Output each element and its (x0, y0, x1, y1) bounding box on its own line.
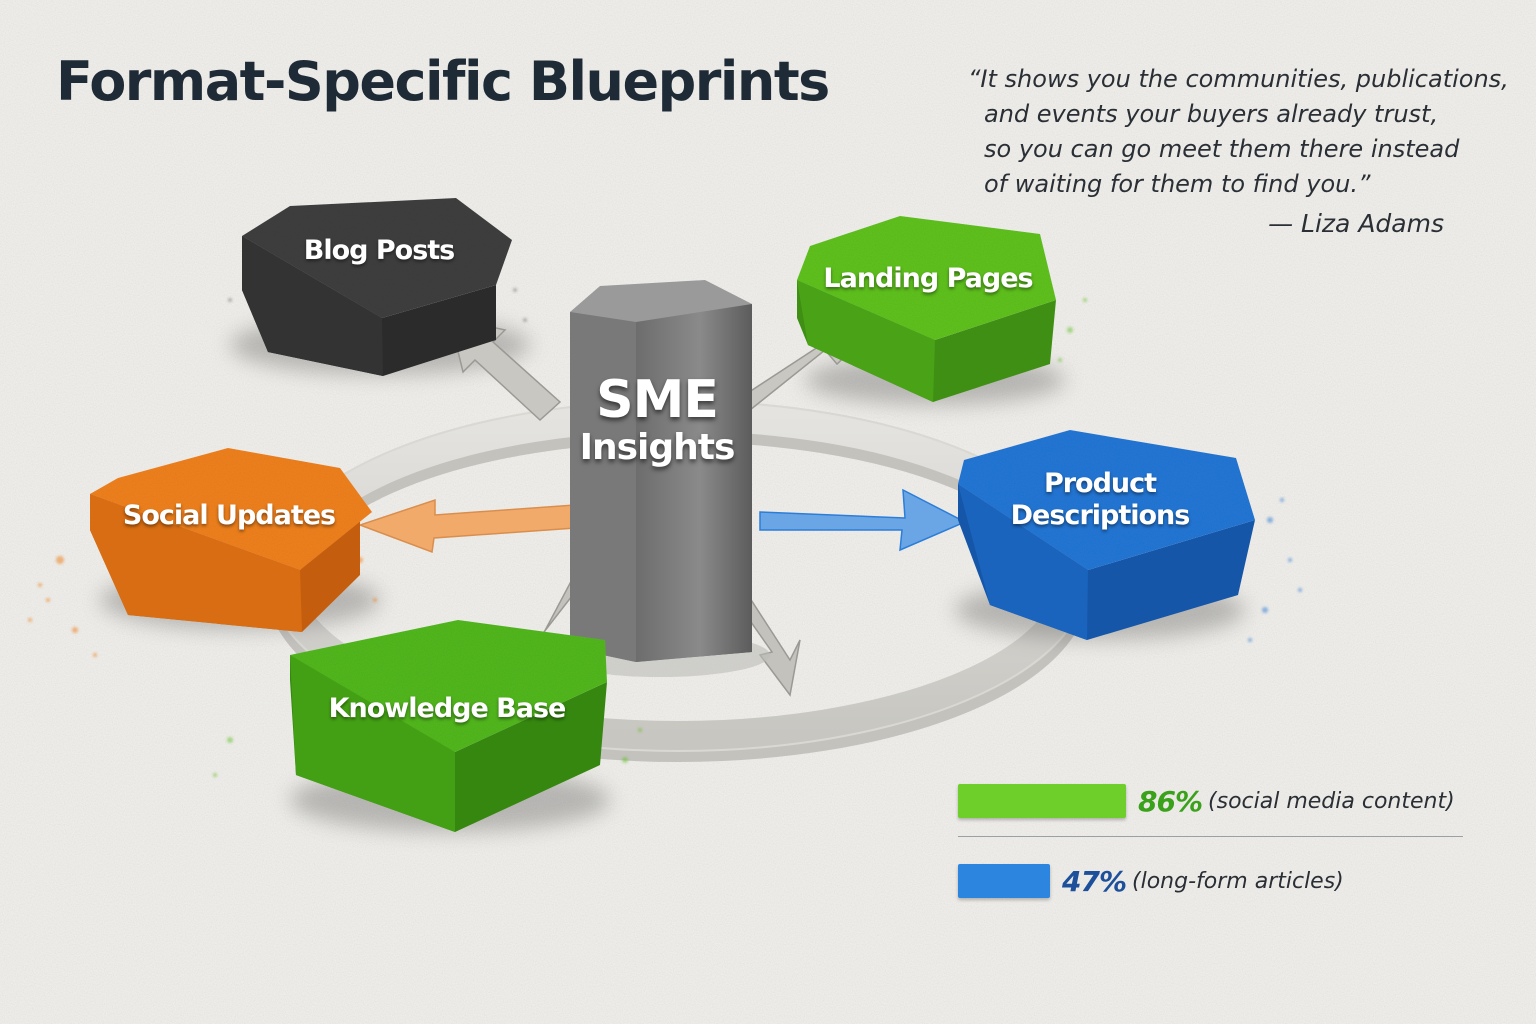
label-blog-posts: Blog Posts (303, 235, 455, 266)
label-product-descriptions: Product Descriptions (1010, 468, 1191, 531)
quote-line: of waiting for them to find you.” (984, 170, 1371, 198)
center-label: SME Insights (579, 370, 736, 468)
center-pillar (550, 280, 770, 677)
stat-label: (social media content) (1208, 788, 1455, 814)
stat-label: (long-form articles) (1132, 868, 1344, 894)
quote-block: “It shows you the communities, publicati… (968, 62, 1509, 241)
stat-bar (958, 784, 1126, 818)
label-knowledge-base: Knowledge Base (328, 693, 567, 724)
stat-divider (958, 836, 1463, 837)
stat-bar (958, 864, 1050, 898)
quote-line: so you can go meet them there instead (984, 135, 1460, 163)
label-landing-pages: Landing Pages (823, 263, 1033, 294)
node-social-updates (90, 448, 372, 632)
center-label-line2: Insights (579, 427, 736, 468)
node-product-descriptions (958, 430, 1255, 640)
quote-author: — Liza Adams (1268, 209, 1444, 238)
paint-splatter (28, 288, 1302, 777)
node-blog-posts (242, 198, 512, 376)
center-label-line1: SME (596, 370, 719, 430)
arrow-to-product-descriptions (759, 488, 967, 552)
quote-line: and events your buyers already trust, (984, 100, 1439, 128)
quote-line: “It shows you the communities, publicati… (968, 65, 1509, 93)
node-landing-pages (797, 216, 1056, 402)
label-social-updates: Social Updates (122, 500, 336, 531)
stat-row: 86% (social media content) (958, 775, 1463, 827)
stat-row: 47% (long-form articles) (958, 855, 1463, 907)
arrow-to-social-updates (357, 498, 576, 554)
page-title: Format-Specific Blueprints (56, 50, 830, 113)
stat-percent: 47% (1062, 864, 1127, 898)
stats-legend: 86% (social media content) 47% (long-for… (958, 775, 1463, 907)
node-knowledge-base (290, 620, 607, 832)
stat-percent: 86% (1138, 784, 1203, 818)
